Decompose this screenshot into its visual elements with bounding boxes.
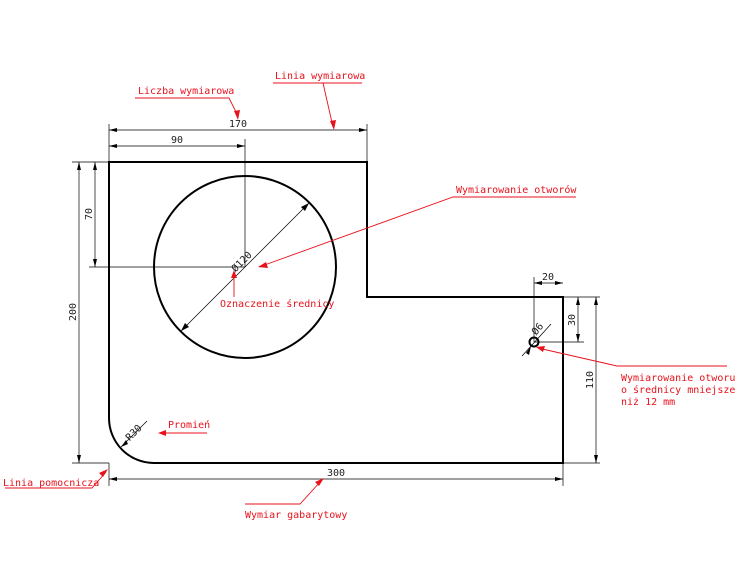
dim-90: 90 [171,135,183,146]
label-liczba-wymiarowa: Liczba wymiarowa [138,86,234,97]
dim-300: 300 [327,468,345,479]
dim-170: 170 [229,119,247,130]
label-linia-pomocnicza: Linia pomocnicza [3,478,99,489]
dim-30: 30 [567,314,578,326]
annotation-leaders [5,82,727,505]
label-small-hole-1: Wymiarowanie otworu [621,373,735,384]
part-outline [108,161,564,464]
label-promien: Promień [168,419,210,431]
dim-hole-6: Ø6 [529,321,546,338]
dim-70: 70 [84,208,95,220]
extension-lines [72,124,600,486]
dim-20: 20 [542,272,554,283]
dim-r30: R30 [124,423,145,444]
label-oznaczenie-srednicy: Oznaczenie średnicy [220,298,334,310]
dim-diameter-120: Ø120 [229,249,255,275]
dimension-lines [77,128,598,481]
label-linia-wymiarowa: Linia wymiarowa [275,71,365,82]
label-small-hole-2: o średnicy mniejszej [621,384,735,396]
label-wymiarowanie-otworow: Wymiarowanie otworów [456,184,577,196]
dim-200: 200 [68,303,79,321]
label-small-hole-3: niż 12 mm [621,397,675,408]
label-wymiar-gabarytowy: Wymiar gabarytowy [245,510,347,521]
dim-110: 110 [585,371,596,389]
